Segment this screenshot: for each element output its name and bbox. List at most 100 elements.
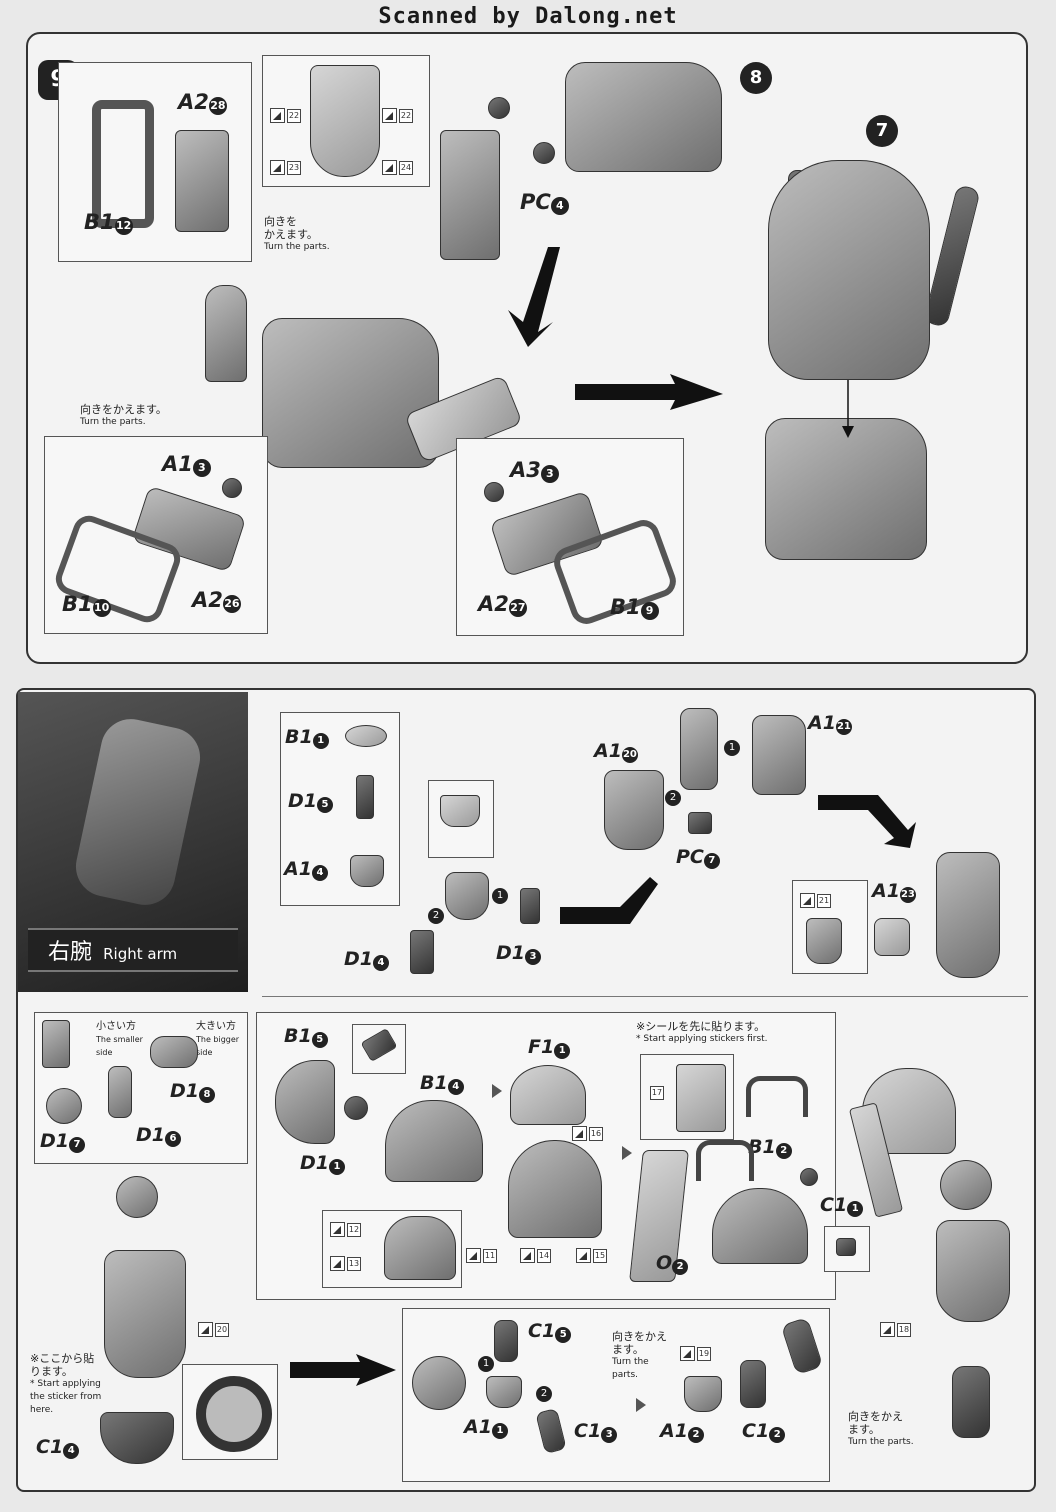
arm-assembled-upper: [940, 1160, 992, 1210]
finger-part-c1-5: [494, 1320, 518, 1362]
label-b1-10: B110: [62, 592, 111, 617]
sticker-18: 18: [880, 1322, 911, 1337]
divider-line: [262, 996, 1028, 997]
sticker-19: 19: [680, 1346, 711, 1361]
sticker-first-note: ※シールを先に貼ります。 * Start applying stickers f…: [636, 1020, 768, 1044]
label-a1-23: A123: [872, 880, 916, 903]
hand-part: [952, 1366, 990, 1438]
flow-arrow-up-right: [560, 877, 658, 924]
sticker-12: 12: [330, 1222, 361, 1237]
sticker-16: 16: [572, 1126, 603, 1141]
sticker-20: 20: [198, 1322, 229, 1337]
forearm-inner-core: [680, 708, 718, 790]
sticker-target-part: [806, 918, 842, 964]
hand-joint-detail: [412, 1356, 466, 1410]
step-arrow-3: [636, 1398, 646, 1412]
ball-joint-d1-7: [46, 1088, 82, 1124]
order-mark-2c: 2: [536, 1386, 552, 1402]
watermark-text: Scanned by Dalong.net: [378, 4, 678, 29]
attach-arrow-down: [842, 380, 854, 438]
sticker-22-right: 22: [382, 108, 413, 123]
scan-watermark: Scanned by Dalong.net: [0, 0, 1056, 34]
shoulder-assembly-middle: [262, 318, 439, 468]
sticker-22-left: 22: [270, 108, 301, 123]
elbow-cap-assembly: [445, 872, 489, 920]
label-a1-21: A121: [808, 712, 852, 735]
start-here-note: ※ここから貼ります。 * Start applying the sticker …: [30, 1352, 102, 1415]
joint-part-d1-6: [108, 1066, 132, 1118]
detail-side-part: [42, 1020, 70, 1068]
turn-parts-note-1: 向きを かえます。 Turn the parts.: [264, 215, 330, 252]
right-arm-title-card: 右腕 Right arm: [18, 692, 248, 992]
palm-part-a1-1: [486, 1376, 522, 1408]
label-a2-26: A226: [192, 588, 241, 613]
side-armor-part: [440, 130, 500, 260]
polycap-2: [533, 142, 555, 164]
sticker-17: 17: [648, 1086, 664, 1100]
sticker-23: 23: [270, 160, 301, 175]
cap-detail-view: [440, 795, 480, 827]
arm-assembled-body: [936, 1220, 1010, 1322]
joint-part-d1-5: [356, 775, 374, 819]
part-b1-4: [385, 1100, 483, 1182]
smaller-side-note: 小さい方 The smaller side: [96, 1021, 143, 1057]
label-a2-27: A227: [478, 592, 527, 617]
turn-parts-note-2: 向きをかえます。 Turn the parts.: [80, 403, 167, 427]
flow-arrow-down: [508, 247, 560, 347]
order-mark-2b: 2: [665, 790, 681, 806]
c1-1-detail: [836, 1238, 856, 1256]
part-a2-28: [175, 130, 229, 232]
sticker-target-b1-4: [384, 1216, 456, 1280]
sticker-24: 24: [382, 160, 413, 175]
label-a1-20: A120: [594, 740, 638, 763]
title-bar: [28, 928, 238, 972]
polycap-pc-7: [688, 812, 712, 834]
order-mark-1c: 1: [478, 1356, 494, 1372]
ref-step-7-badge: 7: [866, 115, 898, 147]
part-a1-21: [752, 715, 806, 795]
sticker-13: 13: [330, 1256, 361, 1271]
joint-part-d1-8: [150, 1036, 198, 1068]
torso-assembly: [768, 160, 930, 380]
ref-step-8-badge: 8: [740, 62, 772, 94]
flow-arrow-right-lower: [290, 1354, 396, 1386]
front-armor-part: [310, 65, 380, 177]
cap-part-a1-4: [350, 855, 384, 887]
bracket-attached: [696, 1140, 754, 1181]
elbow-armor-final: [712, 1188, 808, 1264]
turn-parts-note-arm: 向きをかえます。 Turn the parts.: [848, 1410, 914, 1447]
forearm-lower-half: [604, 770, 664, 850]
pin-part-a3-3: [484, 482, 504, 502]
sticker-15: 15: [576, 1248, 607, 1263]
elbow-armor-assembly: [508, 1140, 602, 1238]
arm-render-image: [70, 713, 206, 911]
washer-part-b1-1: [345, 725, 387, 747]
forearm-assembled: [936, 852, 1000, 978]
joint-part-d1-3: [520, 888, 540, 924]
bigger-side-note: 大きい方 The bigger side: [196, 1021, 240, 1057]
section-title: 右腕 Right arm: [48, 940, 178, 965]
turn-parts-note-hand: 向きをかえます。 Turn the parts.: [612, 1330, 667, 1380]
shoulder-block-upper: [565, 62, 722, 172]
small-plate-part: [874, 918, 910, 956]
sticker-21: 21: [800, 893, 831, 908]
